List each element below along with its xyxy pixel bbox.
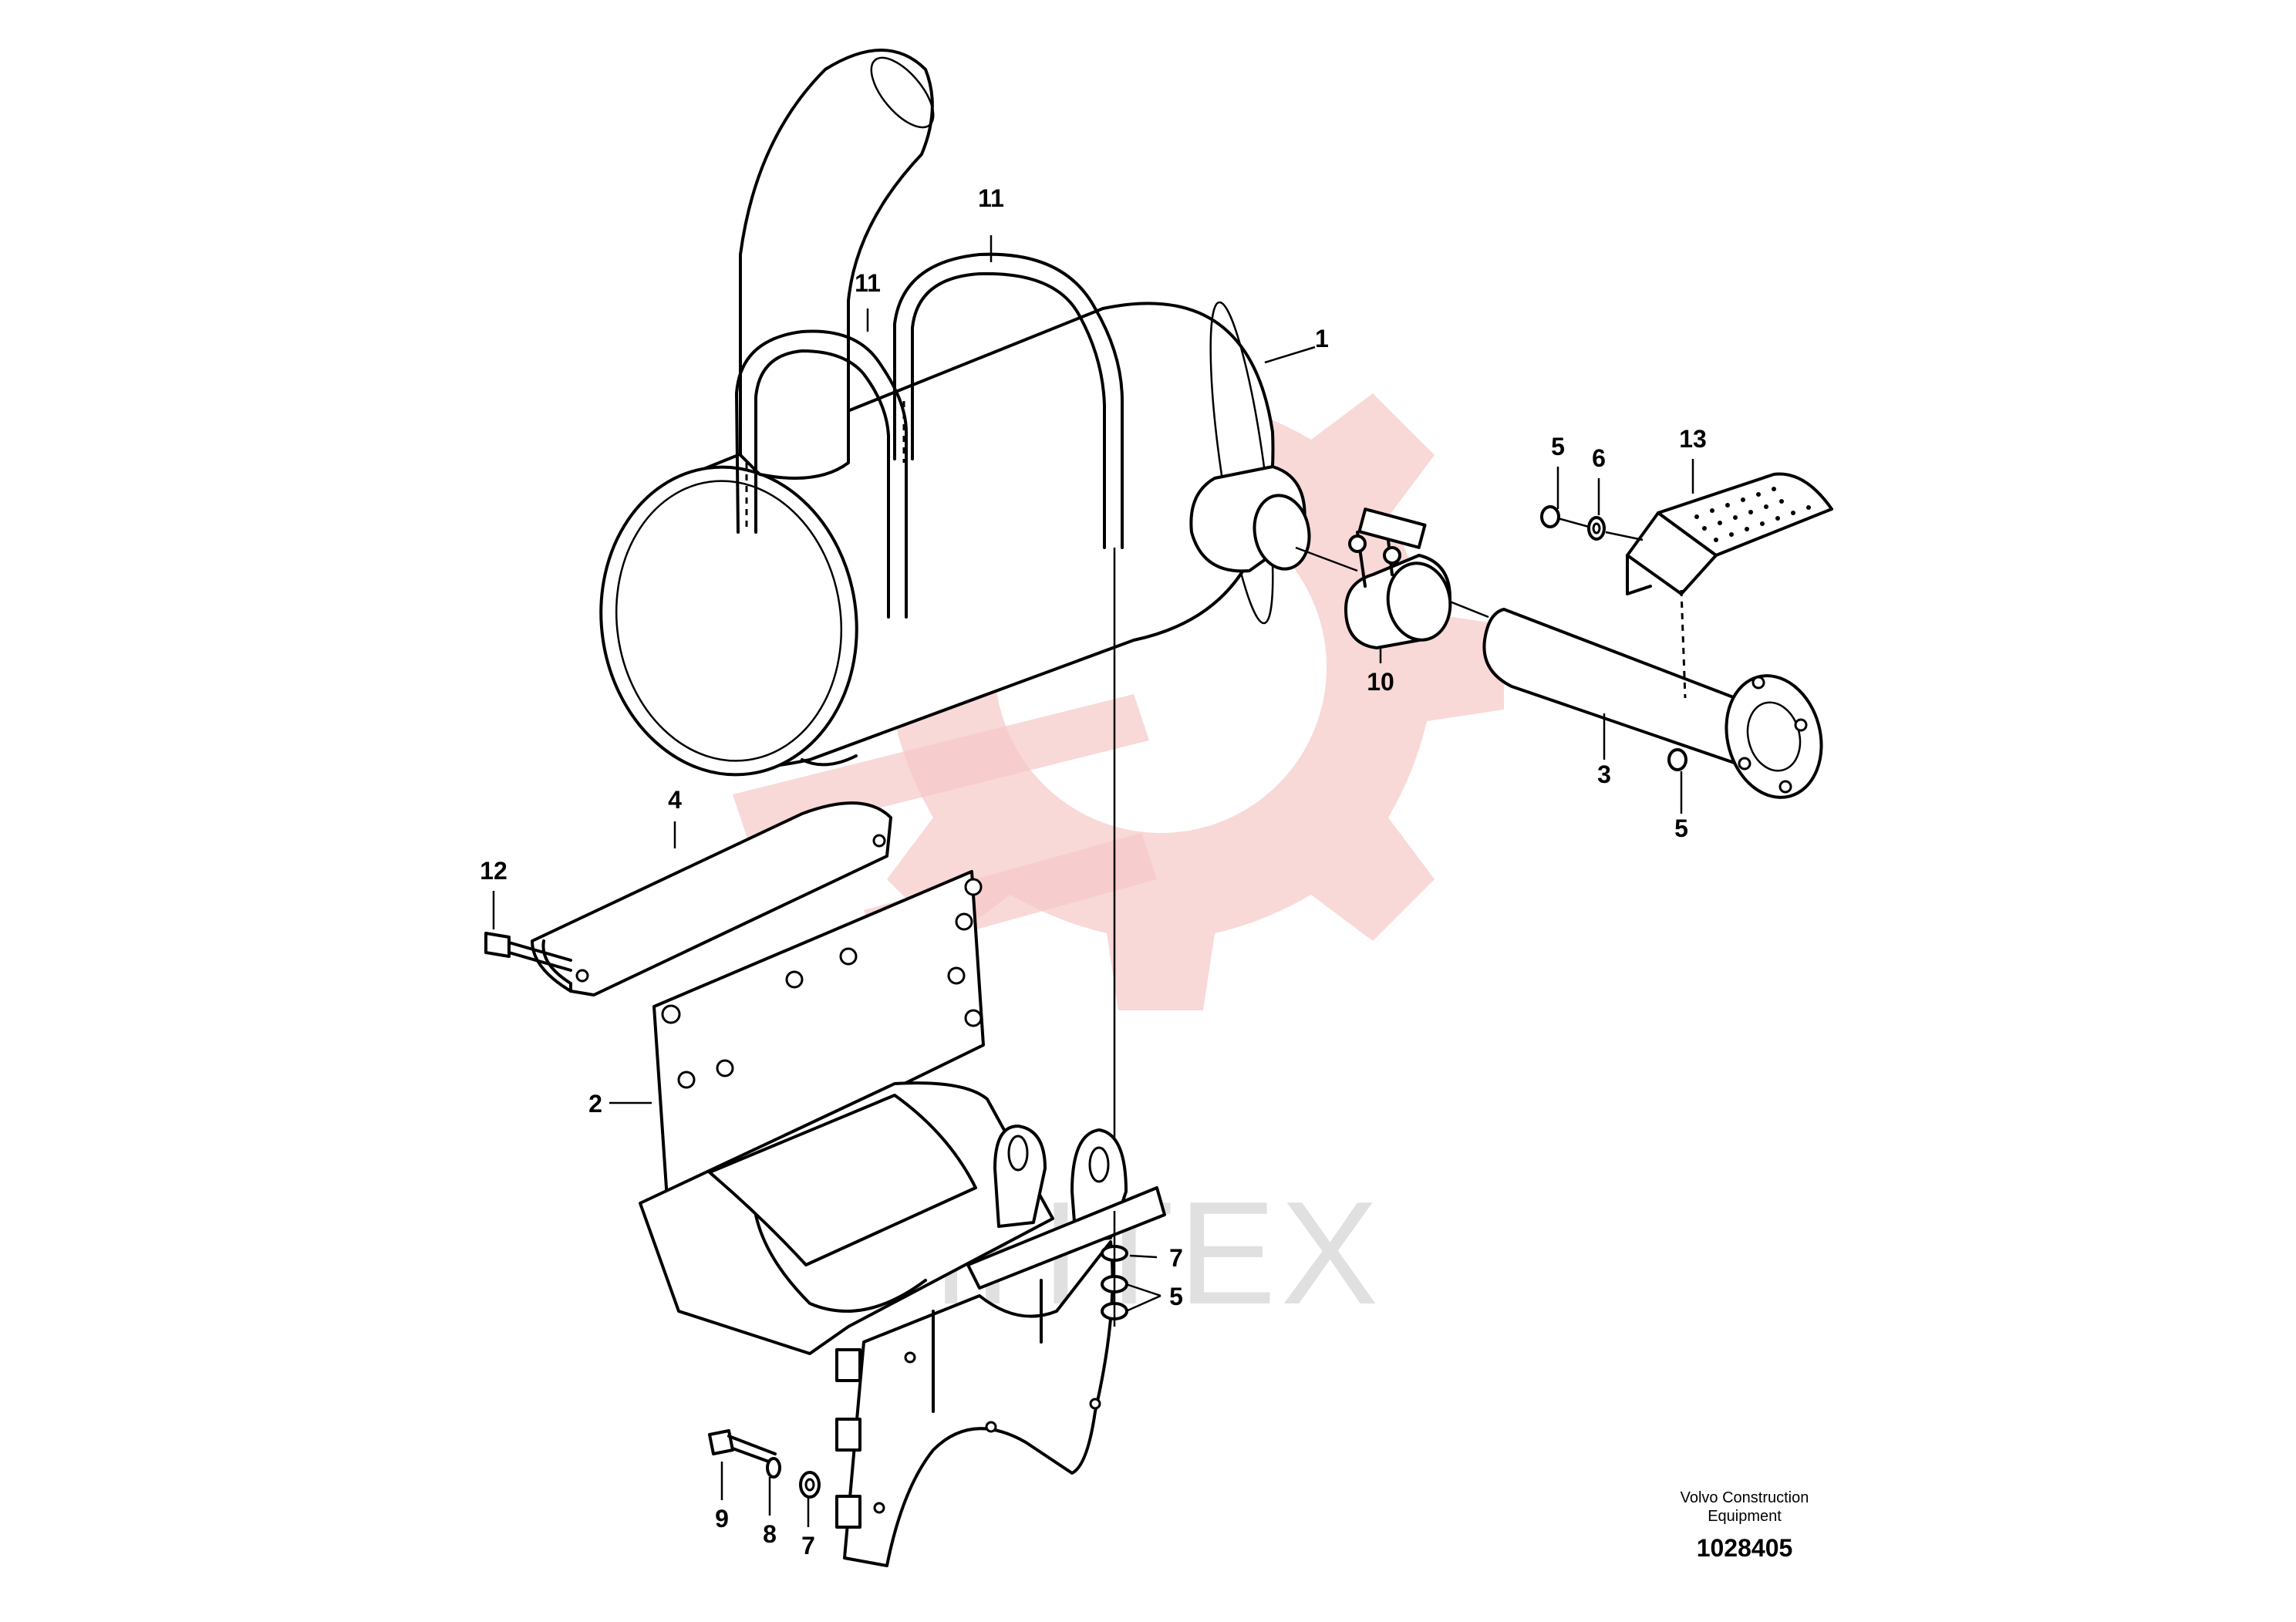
washer-part-8 <box>766 1457 781 1479</box>
shield-perforations <box>1694 487 1811 542</box>
leader-lines <box>492 235 1694 1527</box>
callout-2: 2 <box>588 1090 602 1118</box>
callout-1: 1 <box>1315 325 1329 352</box>
bolt-part-9 <box>708 1429 777 1465</box>
callout-5-pipe: 5 <box>1674 814 1688 842</box>
nut-part-5-pipe <box>1667 748 1687 771</box>
callout-13: 13 <box>1679 425 1707 453</box>
callout-11a: 11 <box>978 184 1004 212</box>
publisher-block: Volvo Construction Equipment 1028405 <box>1681 1489 1809 1562</box>
drawing-number: 1028405 <box>1697 1534 1793 1562</box>
callout-4: 4 <box>668 786 682 814</box>
publisher-line-2: Equipment <box>1708 1508 1782 1525</box>
callout-7-upper: 7 <box>1169 1244 1183 1272</box>
callout-labels: 11 11 1 5 6 13 10 3 5 4 12 2 7 5 9 8 7 <box>480 184 1707 1560</box>
callout-10: 10 <box>1367 668 1394 696</box>
u-bolt-part-11b <box>893 252 1124 549</box>
callout-8: 8 <box>763 1520 777 1548</box>
clamp-part-10 <box>1344 508 1452 649</box>
bolt-part-12 <box>484 932 572 972</box>
nut-part-5-upper <box>1540 505 1560 528</box>
callout-7-lower: 7 <box>801 1532 815 1560</box>
callout-5-upper: 5 <box>1551 433 1565 460</box>
callout-6: 6 <box>1592 444 1606 472</box>
callout-5-lower: 5 <box>1169 1283 1183 1310</box>
washer-part-6 <box>1587 516 1606 541</box>
mounting-bracket-part-2 <box>639 870 1166 1567</box>
heat-shield-part-13 <box>1626 472 1833 699</box>
publisher-line-1: Volvo Construction <box>1681 1489 1809 1506</box>
callout-11b: 11 <box>855 269 881 297</box>
muffler-part-1 <box>599 49 1311 777</box>
assembly-lines <box>1113 517 1644 1327</box>
washer-part-7-lower <box>799 1471 821 1499</box>
callout-12: 12 <box>480 857 507 885</box>
callout-9: 9 <box>715 1505 729 1533</box>
tail-pipe-part-3 <box>1482 608 1823 799</box>
callout-3: 3 <box>1597 760 1611 788</box>
u-bolt-part-11a <box>735 329 908 619</box>
